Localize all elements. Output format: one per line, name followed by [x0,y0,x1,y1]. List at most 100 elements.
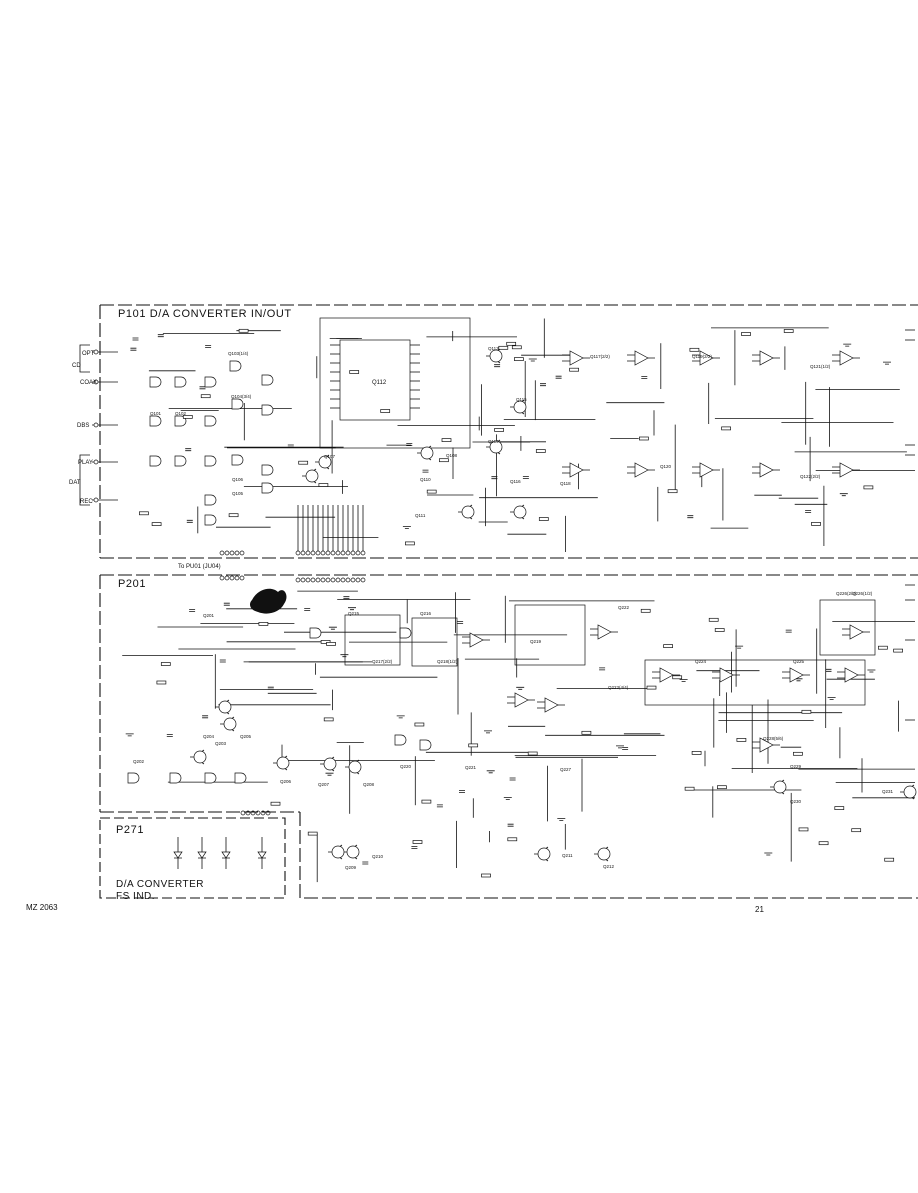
transistor [193,750,207,764]
part-label: Q203 [215,741,227,746]
ic-q216 [411,617,458,667]
ic-region [319,317,471,449]
board-p271-subtitle-1: D/A CONVERTER [116,879,204,890]
connector-pin [295,550,301,556]
capacitor [157,334,164,338]
part-label: Q120 [660,464,672,469]
part-label: Q106 [232,477,244,482]
resistor [270,801,281,806]
resistor [421,799,432,804]
connector-pin [224,575,230,581]
input-coax: COAX [80,380,98,386]
ground-symbol [679,679,688,682]
part-label: Q115 [516,397,527,402]
part-label: Q215 [348,611,360,616]
part-label: Q201 [203,613,215,618]
opamp [699,462,714,478]
ground-symbol [396,715,405,719]
resistor [318,483,329,487]
opamp-lead [692,354,720,362]
ground-symbol [764,852,773,856]
input-rec: REC [80,499,93,505]
logic-gate [174,376,187,388]
led-indicator [173,851,183,859]
resistor [405,541,415,546]
capacitor [494,364,501,368]
logic-gate [127,772,140,784]
ground-symbol [484,730,492,734]
ic-q215 [344,614,401,666]
part-label: Q228(5/6) [763,736,784,741]
opamp-lead [692,466,720,474]
page-number: 21 [755,905,764,914]
ground-symbol [125,733,134,737]
part-label: Q117(2/2) [590,354,610,359]
part-label: Q226(2/2) [836,591,857,596]
connector-pin [355,577,361,583]
capacitor [287,444,294,448]
capacitor [622,747,629,750]
opamp [844,667,859,683]
ground-symbol [348,607,356,611]
transistor [218,700,232,714]
led-indicator [221,851,231,859]
resistor [494,428,504,432]
connector-pin [340,550,346,556]
connector-pin [315,577,321,583]
part-label: Q231 [882,789,894,794]
ground-symbol [325,772,334,776]
ic-q226 [819,599,876,656]
ic-q219 [514,604,586,666]
resistor [298,460,309,465]
capacitor [457,621,464,624]
input-jack [93,349,99,355]
logic-gate [234,772,247,784]
frame-p271 [99,817,286,899]
connector-pin [350,550,356,556]
part-label: Q121(1/2) [810,364,831,369]
capacitor [223,602,230,606]
ground-symbol [827,697,836,700]
resistor [228,513,239,518]
capacitor [199,386,206,390]
transistor [537,847,551,861]
ic-q112-label: Q112 [372,380,387,386]
part-label: Q113 [488,346,499,351]
ground-symbol [843,343,852,347]
logic-gate [149,415,162,427]
resistor [851,828,862,833]
logic-gate [231,398,244,410]
opamp [719,667,734,683]
resistor [640,608,651,613]
resistor [801,709,812,714]
resistor [663,644,673,648]
transistor [318,455,332,469]
opamp-lead [652,671,680,679]
opamp-lead [562,466,590,474]
capacitor [641,376,648,379]
opamp-lead [782,671,810,679]
transistor [346,845,360,859]
opamp [634,350,649,366]
resistor [717,785,727,790]
opamp-lead [627,466,655,474]
transistor [323,757,337,771]
part-label: Q204 [203,734,215,739]
resistor [156,680,167,685]
part-label: Q122(2/2) [800,474,821,479]
resistor [527,751,538,756]
connector-pin [234,575,240,581]
resistor [818,841,829,846]
input-jack [93,497,99,503]
resistor [884,857,895,862]
capacitor [132,337,139,341]
input-jack [93,379,99,385]
part-label: Q209 [345,865,357,870]
resistor [151,522,162,526]
resistor [569,367,579,372]
connector-pin [305,550,311,556]
ground-symbol [328,626,337,630]
resistor [708,617,719,622]
logic-gate [169,772,182,784]
